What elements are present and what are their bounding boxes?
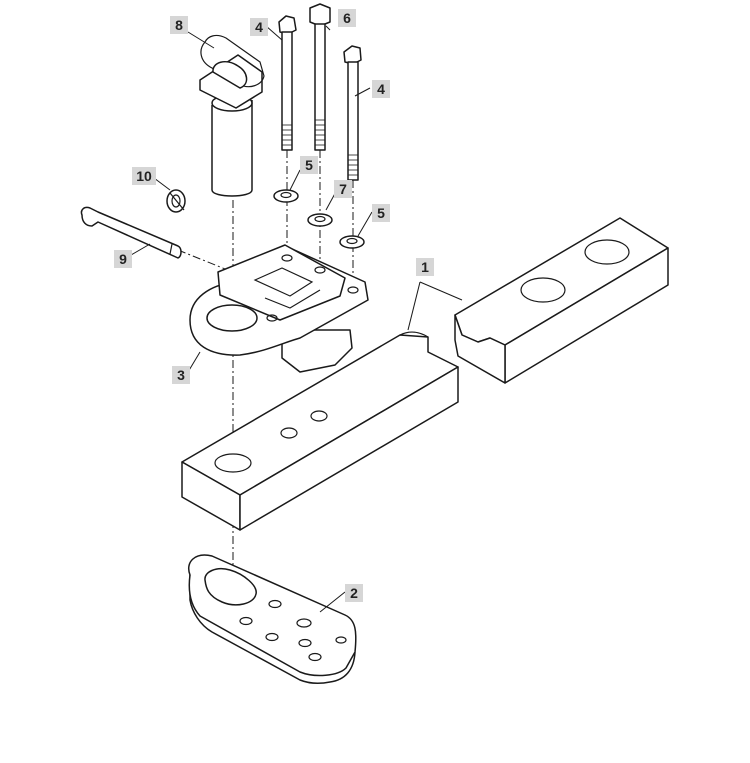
hitch-housing — [189, 244, 369, 373]
washer-right — [339, 235, 365, 249]
callout-label: 10 — [136, 168, 152, 184]
callout-label: 2 — [350, 585, 358, 601]
callout-2: 2 — [345, 584, 363, 602]
callout-7: 7 — [334, 180, 352, 198]
drawbar-rear — [454, 217, 669, 384]
callout-label: 1 — [421, 259, 429, 275]
bolt-right — [343, 45, 362, 181]
callout-5a: 5 — [300, 156, 318, 174]
washer-middle — [307, 213, 333, 227]
callout-label: 3 — [177, 367, 185, 383]
callout-label: 4 — [255, 19, 263, 35]
callout-label: 6 — [343, 10, 351, 26]
hitch-pin — [199, 34, 265, 197]
callout-3: 3 — [172, 366, 190, 384]
callout-label: 8 — [175, 17, 183, 33]
callout-label: 5 — [305, 157, 313, 173]
bolt-left — [278, 15, 297, 151]
callout-9: 9 — [114, 250, 132, 268]
spring-clip — [166, 189, 186, 213]
callout-label: 5 — [377, 205, 385, 221]
callout-label: 4 — [377, 81, 385, 97]
drawbar-front — [181, 331, 459, 531]
callout-1: 1 — [416, 258, 434, 276]
callout-label: 7 — [339, 181, 347, 197]
callout-4a: 4 — [250, 18, 268, 36]
hitch-plate — [188, 554, 357, 685]
callout-4b: 4 — [372, 80, 390, 98]
callout-label: 9 — [119, 251, 127, 267]
callout-8: 8 — [170, 16, 188, 34]
washer-left — [273, 189, 299, 203]
leader-lines — [130, 25, 463, 613]
callout-6: 6 — [338, 9, 356, 27]
bolt-long — [309, 3, 331, 151]
locking-pin — [80, 206, 182, 259]
callout-10: 10 — [132, 167, 156, 185]
callout-5b: 5 — [372, 204, 390, 222]
